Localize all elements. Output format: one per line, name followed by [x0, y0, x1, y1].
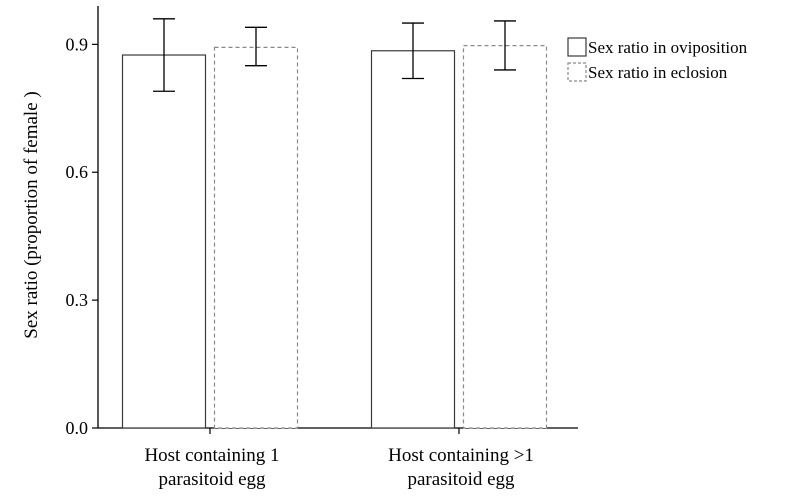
- legend-swatch: [567, 62, 587, 82]
- x-tick-label: parasitoid egg: [158, 469, 266, 490]
- x-tick-label: Host containing >1: [388, 445, 534, 466]
- legend-swatch: [567, 37, 587, 57]
- y-tick-label: 0.6: [66, 162, 89, 182]
- bar: [462, 45, 548, 429]
- y-tick-label: 0.0: [66, 418, 89, 438]
- bar: [121, 54, 207, 429]
- y-axis-title: Sex ratio (proportion of female ): [21, 91, 42, 338]
- x-tick-label: parasitoid egg: [407, 469, 515, 490]
- bar: [213, 46, 299, 429]
- y-tick-label: 0.9: [66, 34, 89, 54]
- x-tick-label: Host containing 1: [144, 445, 279, 466]
- legend-label: Sex ratio in eclosion: [588, 63, 728, 82]
- y-tick-label: 0.3: [66, 290, 89, 310]
- legend-label: Sex ratio in oviposition: [588, 38, 748, 57]
- bar: [370, 50, 456, 429]
